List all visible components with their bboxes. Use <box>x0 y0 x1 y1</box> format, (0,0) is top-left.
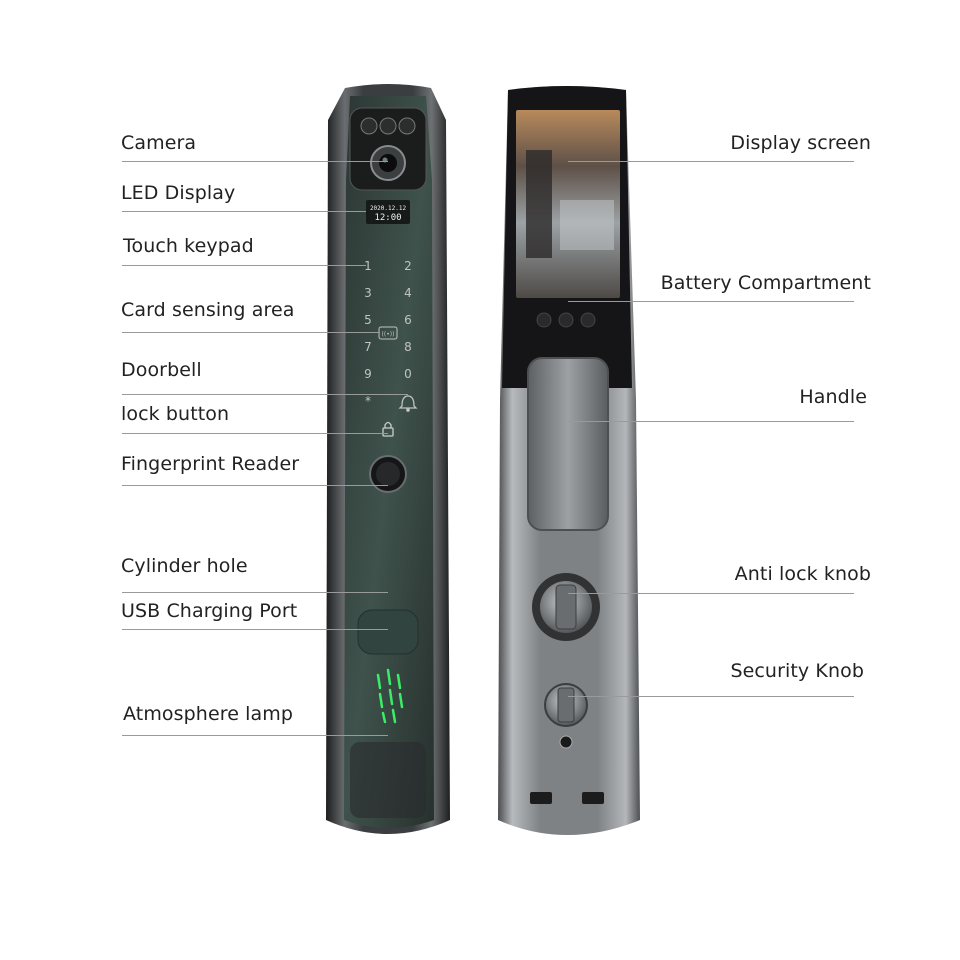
usb-port-cover <box>357 609 419 655</box>
label-security-knob: Security Knob <box>730 660 864 682</box>
label-touch-keypad: Touch keypad <box>123 235 254 257</box>
label-fingerprint-reader: Fingerprint Reader <box>121 453 300 475</box>
leader-led-display <box>122 211 366 212</box>
leader-security-knob <box>568 696 854 697</box>
atmosphere-lamp <box>376 668 404 724</box>
front-panel: 2020.12.12 12:00 1 2 3 4 5 6 7 8 9 0 * (… <box>326 84 450 834</box>
leader-doorbell <box>122 394 408 395</box>
leader-atmosphere-lamp <box>122 735 388 736</box>
leader-touch-keypad <box>122 265 366 266</box>
ir-sensor-right <box>398 117 416 135</box>
label-battery-compartment: Battery Compartment <box>660 272 871 294</box>
leader-fingerprint-reader <box>122 485 388 486</box>
bell-icon <box>398 395 418 412</box>
leader-handle <box>568 421 854 422</box>
ir-sensor-left <box>360 117 378 135</box>
front-bottom-trim <box>350 742 426 818</box>
fingerprint-sensor-icon <box>369 455 407 493</box>
key-3: 3 <box>364 286 372 300</box>
label-lock-button: lock button <box>121 403 230 425</box>
screw-slot-right <box>582 792 604 804</box>
leader-card-sensing-area <box>122 332 380 333</box>
key-star: * <box>365 394 371 408</box>
touch-keypad: 1 2 3 4 5 6 7 8 9 0 * <box>364 259 412 408</box>
key-8: 8 <box>404 340 412 354</box>
label-display-screen: Display screen <box>730 132 871 154</box>
key-0: 0 <box>404 367 412 381</box>
label-camera: Camera <box>121 132 197 154</box>
back-panel <box>498 86 640 835</box>
label-anti-lock-knob: Anti lock knob <box>734 563 871 585</box>
leader-cylinder-hole <box>122 592 388 593</box>
label-cylinder-hole: Cylinder hole <box>121 555 248 577</box>
led-display-time: 12:00 <box>374 213 401 223</box>
leader-camera <box>122 161 388 162</box>
label-handle: Handle <box>799 386 867 408</box>
security-knob <box>544 683 588 727</box>
leader-display-screen <box>568 161 854 162</box>
leader-anti-lock-knob <box>568 593 854 594</box>
screw-slot-left <box>530 792 552 804</box>
label-led-display: LED Display <box>121 182 236 204</box>
key-7: 7 <box>364 340 372 354</box>
label-usb-charging-port: USB Charging Port <box>121 600 298 622</box>
leader-battery-compartment <box>568 301 854 302</box>
leader-lock-button <box>122 433 388 434</box>
label-doorbell: Doorbell <box>121 359 202 381</box>
keyhole <box>559 735 573 749</box>
card-sensing-mark: ((•)) <box>382 331 395 338</box>
key-9: 9 <box>364 367 372 381</box>
anti-lock-knob <box>532 573 600 641</box>
camera-lens-icon <box>370 145 406 181</box>
label-card-sensing-area: Card sensing area <box>121 299 295 321</box>
leader-usb-charging-port <box>122 629 388 630</box>
key-4: 4 <box>404 286 412 300</box>
label-atmosphere-lamp: Atmosphere lamp <box>123 703 294 725</box>
handle <box>527 357 609 531</box>
key-5: 5 <box>364 313 372 327</box>
ir-sensor-middle <box>379 117 397 135</box>
card-sensing-area: ((•)) <box>378 326 398 340</box>
key-1: 1 <box>364 259 372 273</box>
led-display <box>366 200 410 224</box>
lock-icon <box>382 421 394 437</box>
key-2: 2 <box>404 259 412 273</box>
key-6: 6 <box>404 313 412 327</box>
led-display-date: 2020.12.12 <box>370 205 407 212</box>
